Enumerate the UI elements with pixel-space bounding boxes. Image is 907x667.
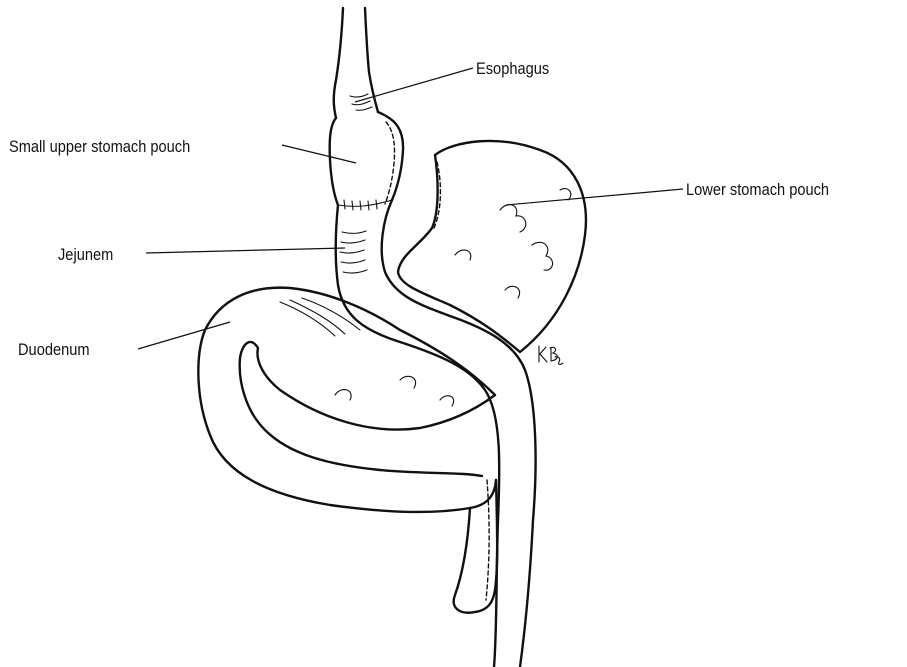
jejunem-label: Jejunem (58, 246, 113, 263)
jejunem-limb (336, 200, 536, 667)
duodenum-loop (198, 288, 497, 613)
upper-pouch-leader (282, 145, 356, 163)
jejunem-leader (146, 248, 345, 253)
lower-pouch-leader (506, 189, 683, 205)
artist-signature (536, 344, 564, 366)
duodenum-leader (138, 322, 230, 349)
lower-stomach-pouch-label: Lower stomach pouch (686, 181, 829, 198)
small-upper-stomach-pouch-label: Small upper stomach pouch (9, 138, 190, 155)
lower-stomach-pouch (398, 141, 586, 352)
esophagus-label: Esophagus (476, 60, 549, 77)
duodenum-label: Duodenum (18, 341, 90, 358)
esophagus-leader (355, 68, 473, 102)
upper-stomach-pouch (330, 112, 403, 210)
